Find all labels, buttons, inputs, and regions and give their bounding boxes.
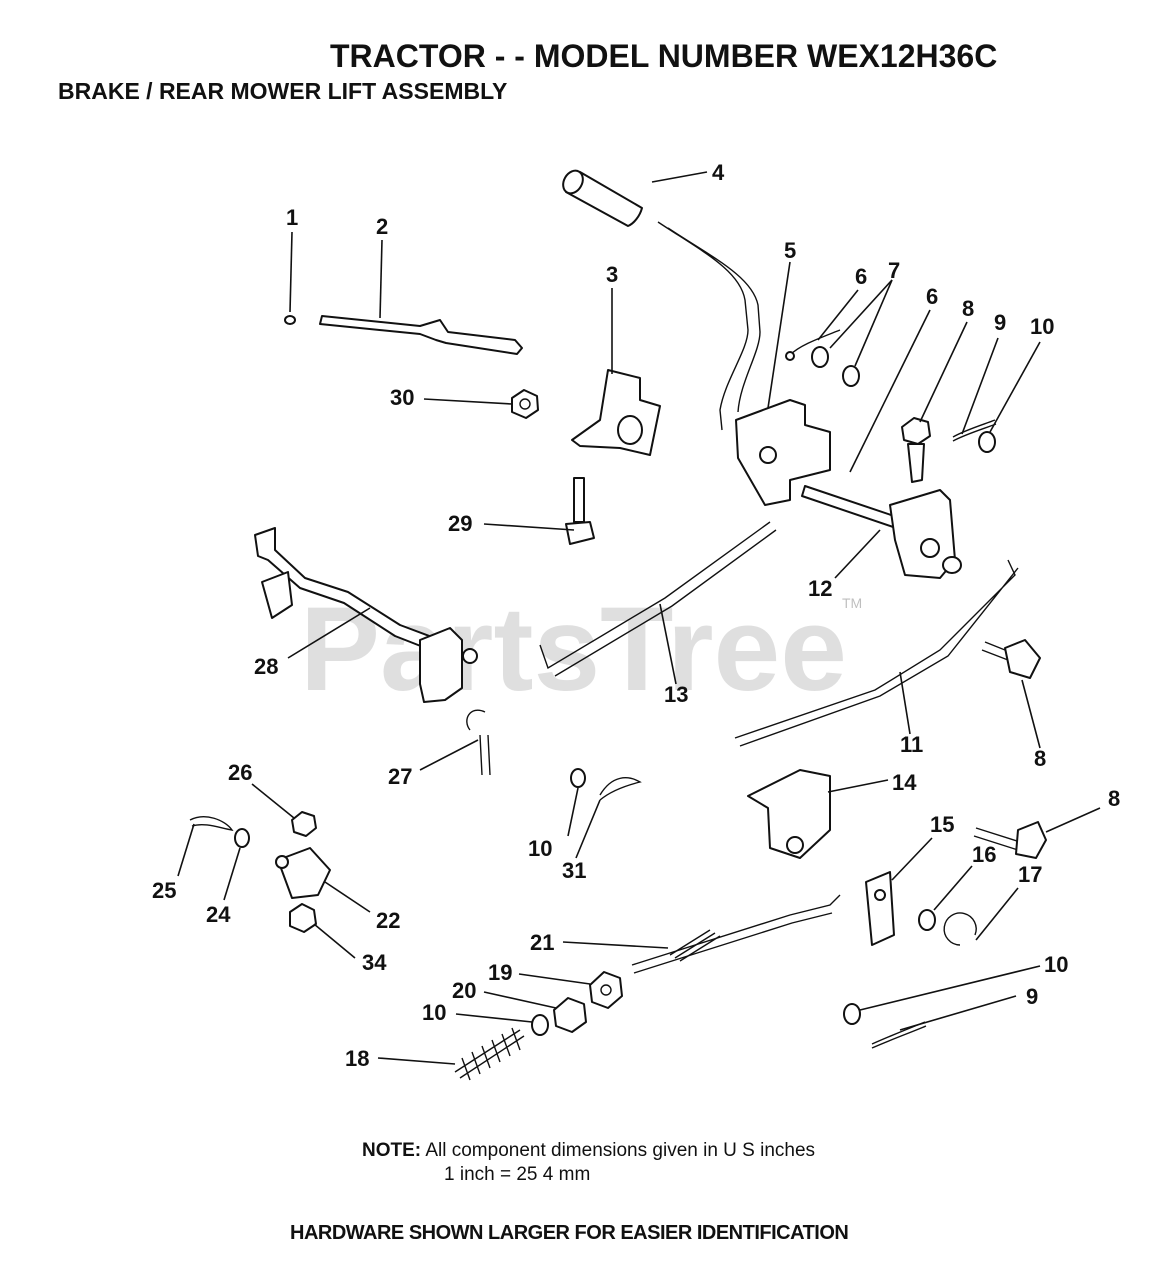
part-1-pin[interactable] — [284, 315, 296, 325]
callout-9-lower[interactable]: 9 — [1026, 984, 1038, 1009]
part-20-nut[interactable] — [553, 997, 587, 1033]
callout-29[interactable]: 29 — [448, 511, 472, 536]
callout-31[interactable]: 31 — [562, 858, 586, 883]
callout-34[interactable]: 34 — [362, 950, 387, 975]
part-10-washer-upper[interactable] — [978, 431, 996, 453]
part-8-bolt-lower[interactable] — [973, 821, 1047, 859]
callout-20[interactable]: 20 — [452, 978, 476, 1003]
part-14-bracket[interactable] — [747, 769, 831, 859]
callout-21[interactable]: 21 — [530, 930, 554, 955]
callout-labels: 1 2 3 4 5 6 7 6 8 9 10 30 29 12 28 13 11… — [152, 160, 1120, 1071]
hardware-footer: HARDWARE SHOWN LARGER FOR EASIER IDENTIF… — [290, 1222, 849, 1244]
callout-8-upper[interactable]: 8 — [962, 296, 974, 321]
part-8-bolt-middle[interactable] — [981, 639, 1041, 679]
part-13-rod[interactable] — [539, 521, 777, 677]
part-30-lock-nut[interactable] — [511, 389, 539, 419]
part-11-rod[interactable] — [734, 559, 1019, 747]
callout-6-upper[interactable]: 6 — [855, 264, 867, 289]
part-8-bolt-upper[interactable] — [901, 417, 931, 483]
callout-26[interactable]: 26 — [228, 760, 252, 785]
callout-5[interactable]: 5 — [784, 238, 796, 263]
callout-25[interactable]: 25 — [152, 878, 176, 903]
callout-10-lower[interactable]: 10 — [1044, 952, 1068, 977]
callout-10-middle[interactable]: 10 — [528, 836, 552, 861]
leader-lines — [177, 171, 1101, 1065]
part-21-brake-rod[interactable] — [631, 894, 841, 974]
callout-11[interactable]: 11 — [900, 732, 923, 757]
part-17-e-clip[interactable] — [943, 912, 977, 946]
callout-2[interactable]: 2 — [376, 214, 388, 239]
part-26-nut[interactable] — [291, 811, 317, 837]
callout-9-upper[interactable]: 9 — [994, 310, 1006, 335]
part-6-cotter-pin-upper[interactable] — [785, 329, 841, 361]
callout-8-middle[interactable]: 8 — [1034, 746, 1046, 771]
callout-17[interactable]: 17 — [1018, 862, 1042, 887]
part-34-nut[interactable] — [289, 903, 317, 933]
part-10-washer-middle[interactable] — [570, 768, 586, 788]
callout-27[interactable]: 27 — [388, 764, 412, 789]
part-10-washer-lower[interactable] — [843, 1003, 861, 1025]
callout-1[interactable]: 1 — [286, 205, 298, 230]
part-31-hair-pin[interactable] — [599, 777, 642, 801]
callout-10-upper[interactable]: 10 — [1030, 314, 1054, 339]
callout-15[interactable]: 15 — [930, 812, 954, 837]
dimension-note: NOTE: All component dimensions given in … — [362, 1140, 815, 1162]
part-5-lift-lever[interactable] — [657, 221, 831, 506]
part-24-washer[interactable] — [234, 828, 250, 848]
part-27-hook-rod[interactable] — [466, 709, 491, 776]
callout-24[interactable]: 24 — [206, 902, 231, 927]
callout-30[interactable]: 30 — [390, 385, 414, 410]
callout-13[interactable]: 13 — [664, 682, 688, 707]
callout-7[interactable]: 7 — [888, 258, 900, 283]
part-3-bracket[interactable] — [571, 369, 661, 456]
part-29-bolt[interactable] — [565, 477, 595, 545]
callout-18[interactable]: 18 — [345, 1046, 369, 1071]
callout-10-spring[interactable]: 10 — [422, 1000, 446, 1025]
part-12-cross-shaft[interactable] — [801, 485, 962, 579]
part-16-washer[interactable] — [918, 909, 936, 931]
part-4-handle-grip[interactable] — [559, 167, 643, 227]
callout-6-middle[interactable]: 6 — [926, 284, 938, 309]
callout-14[interactable]: 14 — [892, 770, 917, 795]
part-7-washers[interactable] — [811, 346, 860, 387]
part-15-bracket[interactable] — [865, 871, 895, 946]
callout-22[interactable]: 22 — [376, 908, 400, 933]
part-22-swivel[interactable] — [275, 847, 331, 899]
note-line-2: 1 inch = 25 4 mm — [444, 1164, 591, 1185]
part-18-spring[interactable] — [454, 1027, 525, 1081]
callout-3[interactable]: 3 — [606, 262, 618, 287]
callout-16[interactable]: 16 — [972, 842, 996, 867]
note-label: NOTE: — [362, 1140, 422, 1161]
callout-4[interactable]: 4 — [712, 160, 725, 185]
watermark-tm: TM — [842, 595, 862, 611]
callout-28[interactable]: 28 — [254, 654, 278, 679]
part-10-washer-spring[interactable] — [531, 1014, 549, 1036]
watermark-text: PartsTree — [300, 582, 847, 716]
callout-19[interactable]: 19 — [488, 960, 512, 985]
assembly-subtitle: BRAKE / REAR MOWER LIFT ASSEMBLY — [58, 78, 508, 104]
callout-12[interactable]: 12 — [808, 576, 832, 601]
part-25-hair-pin[interactable] — [189, 816, 234, 831]
part-19-nut[interactable] — [589, 971, 623, 1009]
callout-8-lower[interactable]: 8 — [1108, 786, 1120, 811]
part-2-rod[interactable] — [319, 315, 523, 355]
part-9-cotter-pin-lower[interactable] — [871, 1021, 927, 1049]
note-line-1: All component dimensions given in U S in… — [425, 1140, 816, 1161]
part-28-lift-shaft[interactable] — [254, 527, 478, 703]
page-title: TRACTOR - - MODEL NUMBER WEX12H36C — [330, 38, 998, 74]
